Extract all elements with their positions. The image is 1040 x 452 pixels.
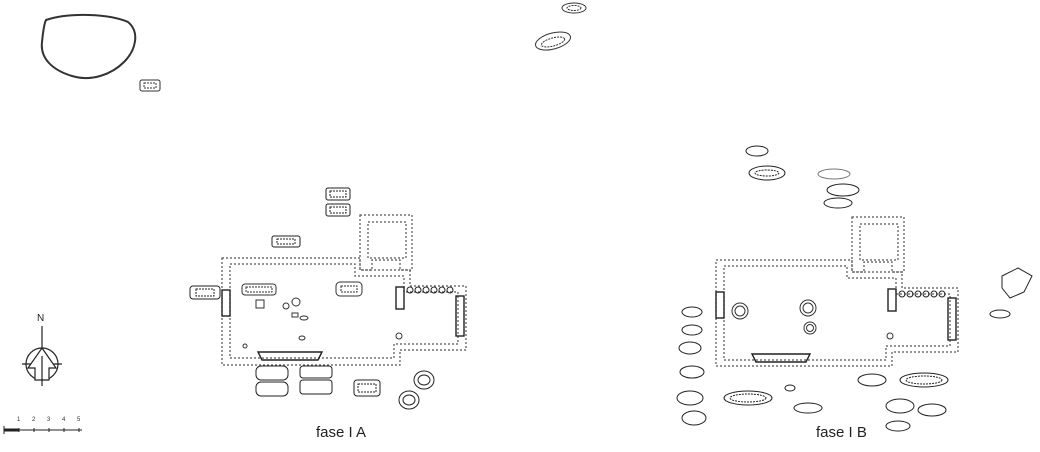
north-arrow-icon bbox=[22, 326, 62, 386]
small-grave bbox=[139, 79, 161, 92]
caption-phase-b: fase I B bbox=[816, 424, 867, 441]
scale-tick: 1 bbox=[17, 417, 21, 423]
graves-phase-a bbox=[189, 187, 435, 410]
interior-features-b bbox=[731, 299, 894, 340]
scale-tick: 2 bbox=[32, 417, 36, 423]
burial-top bbox=[561, 2, 587, 14]
north-label: N bbox=[37, 313, 45, 324]
burial-top bbox=[534, 31, 572, 51]
graves-phase-b bbox=[676, 145, 1033, 432]
caption-phase-a: fase I A bbox=[316, 424, 367, 441]
building-phase-b bbox=[715, 216, 959, 367]
scale-bar bbox=[3, 426, 82, 434]
building-phase-a bbox=[221, 214, 467, 366]
scale-tick: 3 bbox=[47, 417, 51, 423]
pit-outline bbox=[40, 13, 137, 80]
interior-features-a bbox=[241, 281, 403, 349]
scale-tick: 4 bbox=[62, 417, 66, 423]
scale-tick: 5 bbox=[77, 417, 81, 423]
wall-stones bbox=[406, 286, 454, 294]
